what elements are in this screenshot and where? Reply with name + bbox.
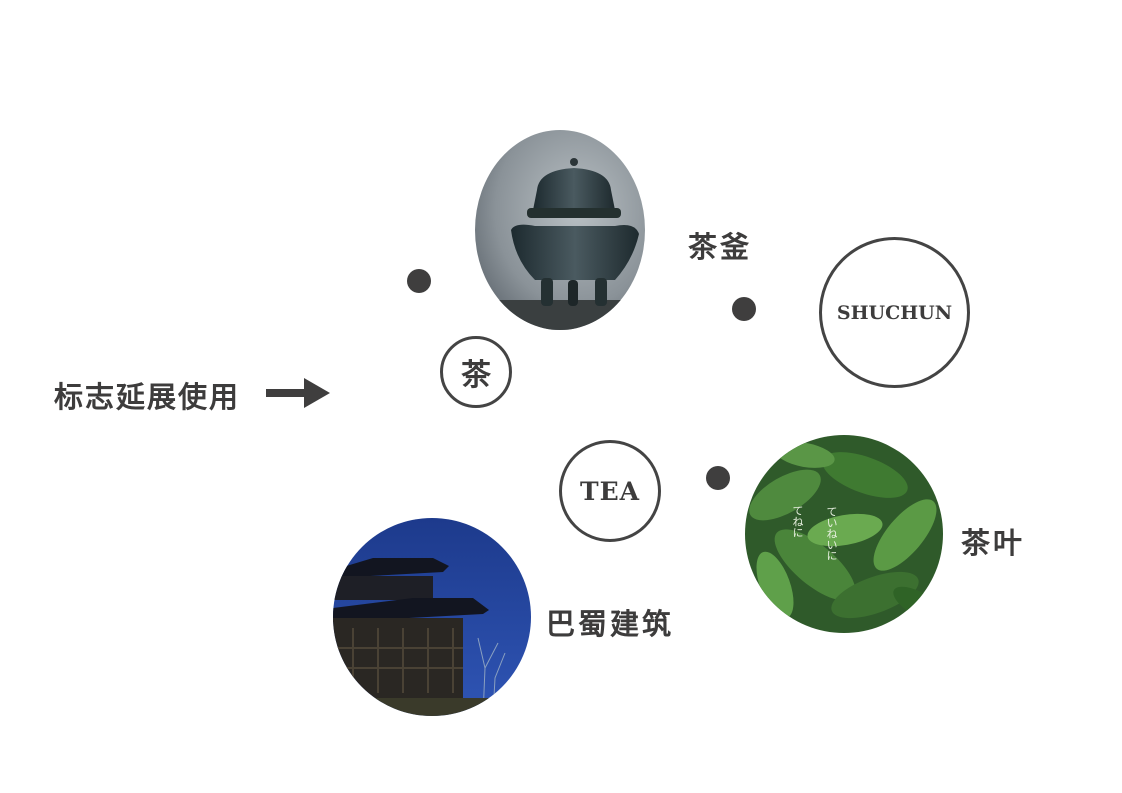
badge-cha-text: 茶	[461, 358, 491, 393]
caption-kettle: 茶釜	[688, 230, 753, 264]
pavilion-icon	[333, 518, 531, 716]
teakettle-icon	[475, 130, 645, 330]
pavilion-image	[333, 518, 531, 716]
leaves-overlay-left: てねに	[791, 505, 804, 538]
tea-leaves-icon	[745, 435, 943, 633]
tea-leaves-image	[745, 435, 943, 633]
badge-cha: 茶	[440, 336, 512, 408]
teakettle-image	[475, 130, 645, 330]
caption-architecture: 巴蜀建筑	[546, 607, 675, 641]
decorative-dot	[732, 297, 756, 321]
badge-tea-text: TEA	[579, 476, 641, 506]
leaves-overlay-right: ていねいに	[825, 506, 838, 561]
caption-leaves: 茶叶	[961, 526, 1026, 560]
decorative-dot	[407, 269, 431, 293]
right-arrow-icon	[266, 378, 330, 408]
badge-tea: TEA	[559, 440, 661, 542]
main-label: 标志延展使用	[54, 380, 241, 414]
badge-shuchun-text: SHUCHUN	[836, 301, 953, 324]
badge-shuchun: SHUCHUN	[819, 237, 970, 388]
decorative-dot	[706, 466, 730, 490]
